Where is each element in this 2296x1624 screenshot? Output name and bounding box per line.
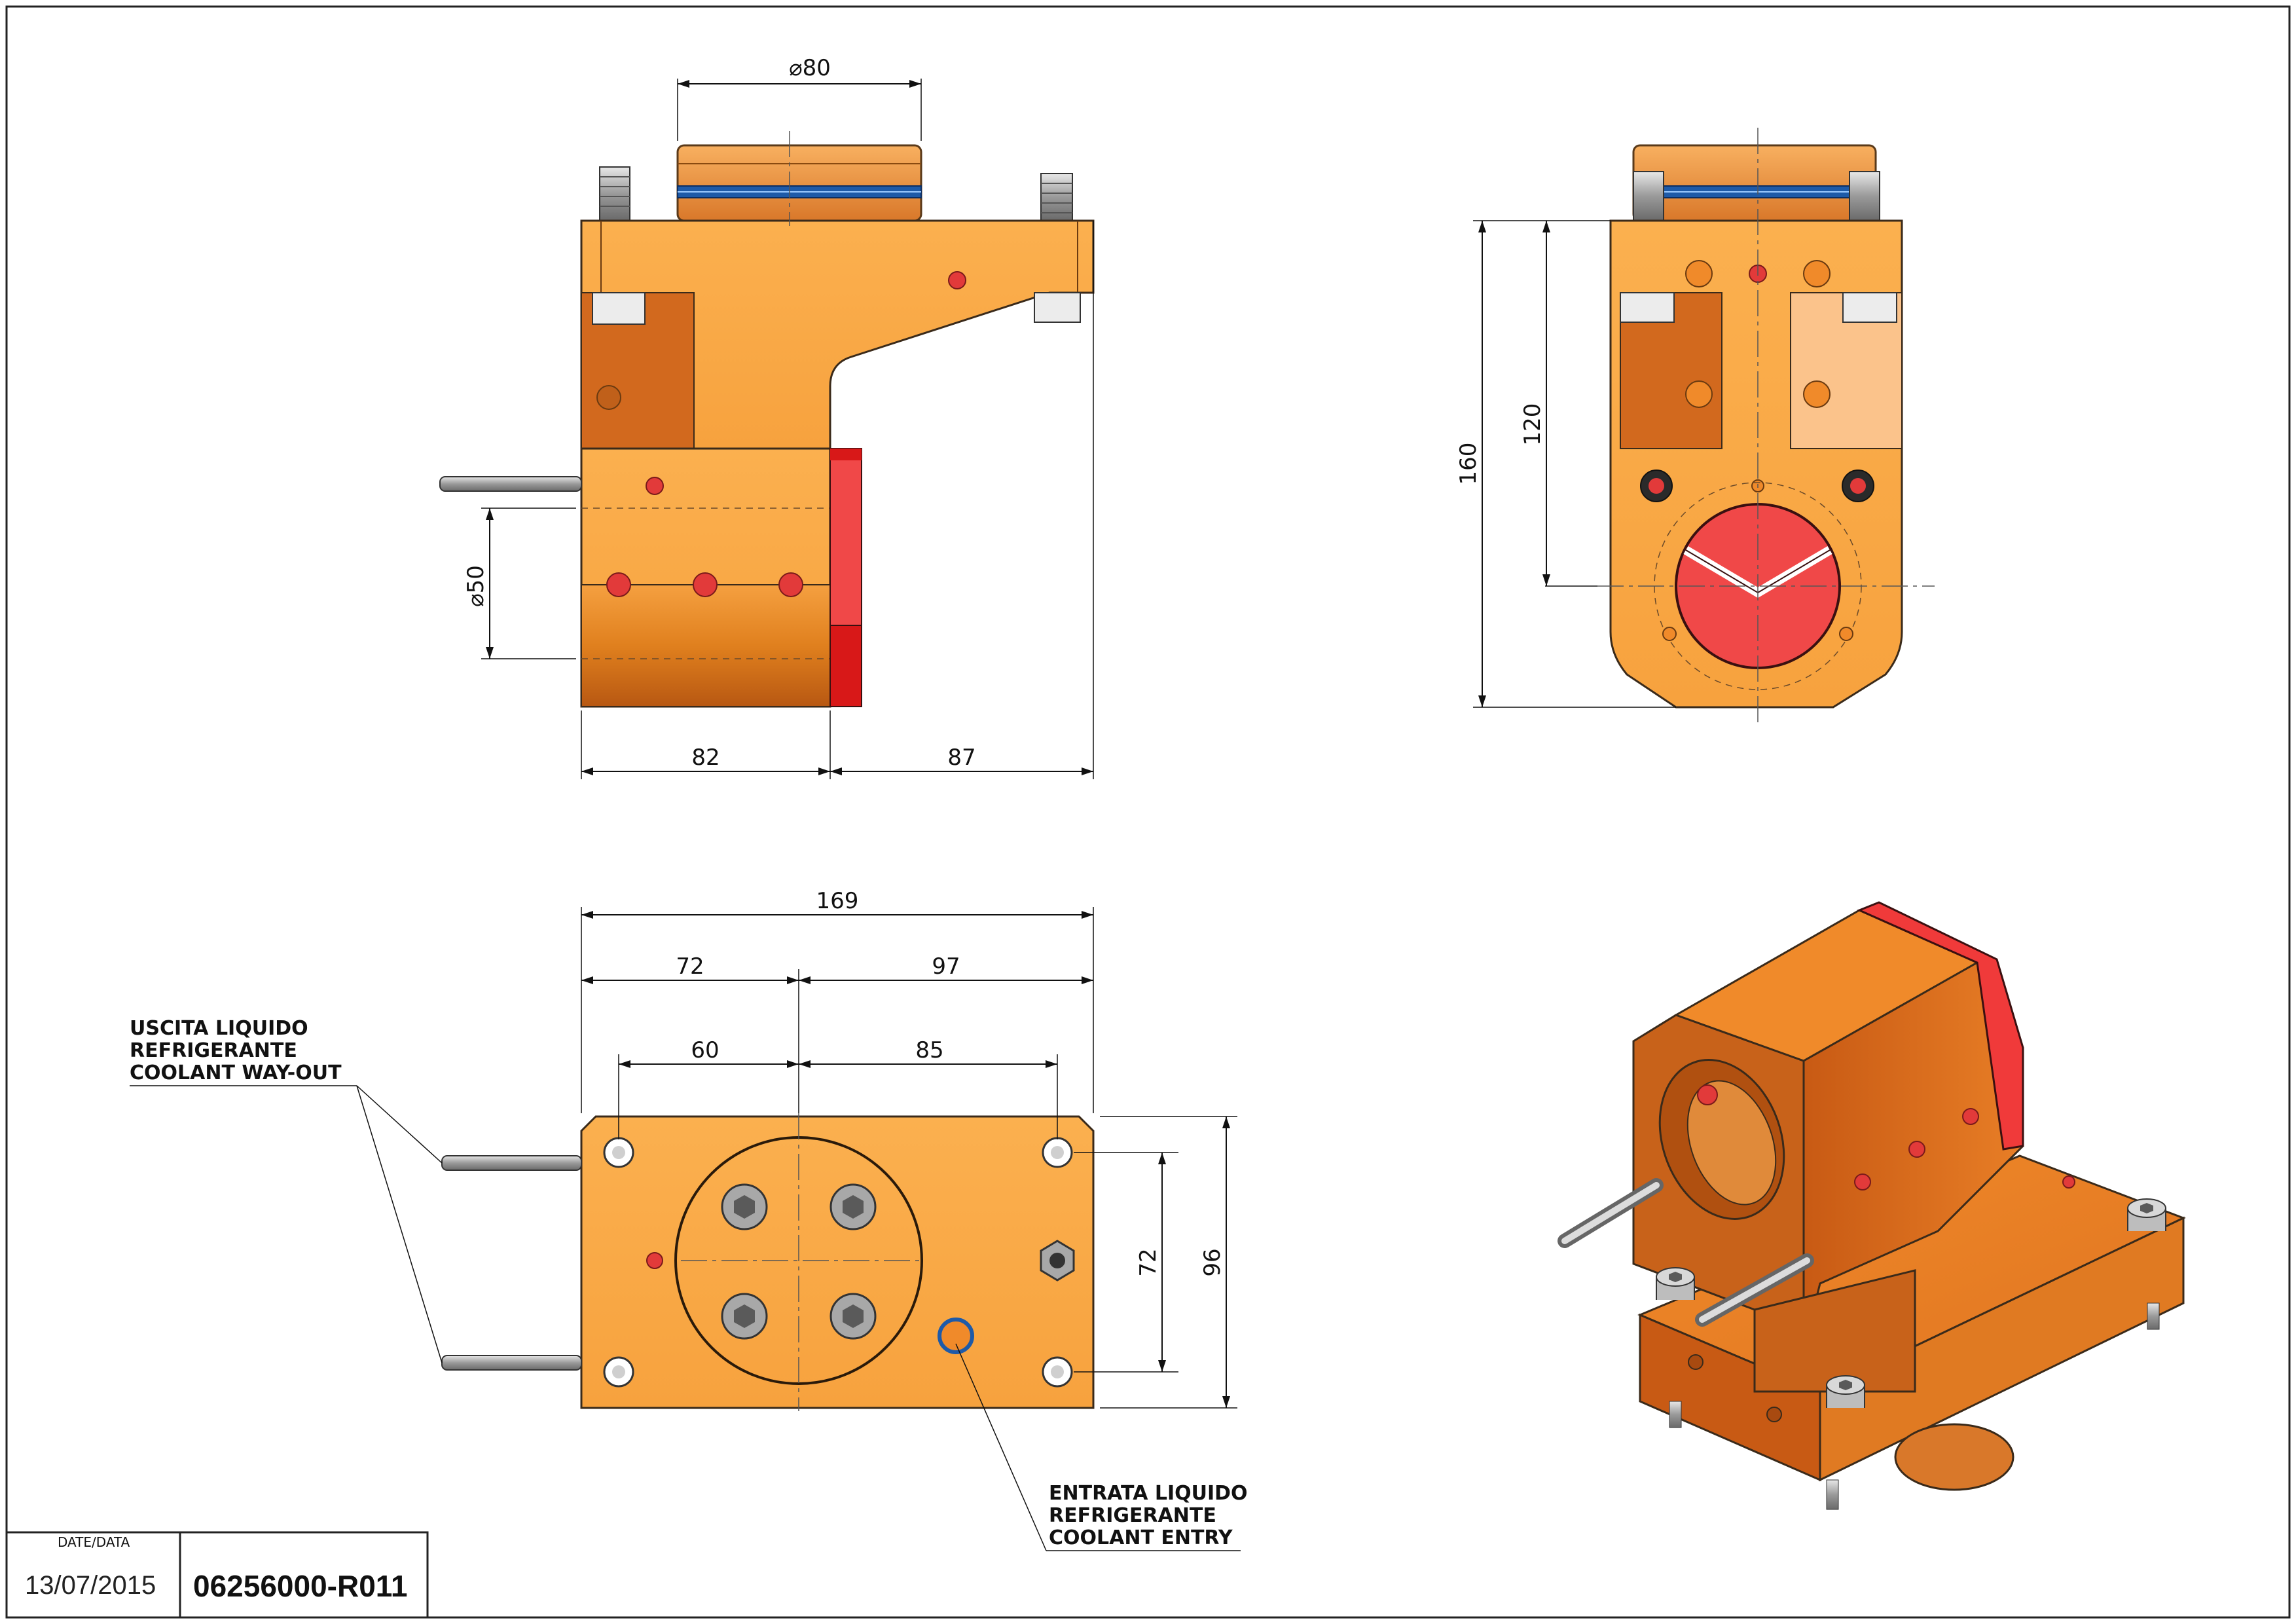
hex-socket-screw-icon xyxy=(721,1293,768,1340)
svg-text:60: 60 xyxy=(691,1037,719,1063)
top-view: 169 72 97 60 85 72 xyxy=(130,888,1248,1551)
dim-96: 96 xyxy=(1100,1116,1237,1409)
dim-72-vert: 72 xyxy=(1074,1152,1178,1373)
corner-holes xyxy=(603,1137,1073,1388)
dim-120: 120 xyxy=(1520,221,1597,587)
svg-text:06256000-R011: 06256000-R011 xyxy=(193,1569,407,1603)
svg-text:97: 97 xyxy=(932,953,960,980)
svg-text:USCITA LIQUIDO: USCITA LIQUIDO xyxy=(130,1017,308,1040)
svg-text:REFRIGERANTE: REFRIGERANTE xyxy=(130,1039,297,1062)
iso-base-side-right xyxy=(1819,1216,2185,1482)
svg-text:72: 72 xyxy=(1135,1248,1161,1276)
svg-text:169: 169 xyxy=(816,888,859,914)
cap-body xyxy=(676,144,922,222)
red-port-row xyxy=(606,572,803,597)
svg-text:13/07/2015: 13/07/2015 xyxy=(25,1571,156,1600)
dim-d50: ⌀50 xyxy=(463,507,576,659)
svg-text:96: 96 xyxy=(1199,1248,1226,1276)
svg-text:COOLANT WAY-OUT: COOLANT WAY-OUT xyxy=(130,1061,342,1084)
svg-text:87: 87 xyxy=(947,745,975,771)
side-view: 160 120 xyxy=(1455,128,1935,724)
coolant-entry-port xyxy=(938,1318,974,1354)
svg-text:120: 120 xyxy=(1520,403,1546,446)
svg-text:REFRIGERANTE: REFRIGERANTE xyxy=(1049,1504,1216,1527)
dim-d80: ⌀80 xyxy=(677,55,922,141)
title-block: DATE/DATA 13/07/2015 06256000-R011 xyxy=(5,1531,429,1619)
hex-socket-screw-icon xyxy=(2127,1198,2166,1231)
threaded-stud-icon xyxy=(599,166,630,221)
svg-text:ENTRATA LIQUIDO: ENTRATA LIQUIDO xyxy=(1049,1482,1248,1505)
coolant-pipe-icon xyxy=(1695,1253,1814,1327)
svg-text:DATE/DATA: DATE/DATA xyxy=(58,1534,130,1550)
hex-fitting xyxy=(1040,1240,1075,1282)
svg-text:85: 85 xyxy=(915,1037,943,1063)
svg-text:⌀80: ⌀80 xyxy=(789,55,831,81)
note-outlet: USCITA LIQUIDO REFRIGERANTE COOLANT WAY-… xyxy=(130,1017,443,1363)
threaded-stud-icon xyxy=(1633,171,1664,221)
threaded-stud-icon xyxy=(1040,173,1073,221)
coolant-pipe-icon xyxy=(441,1155,582,1171)
dim-72-97: 72 97 xyxy=(581,953,1093,1113)
hex-socket-screw-icon xyxy=(1826,1375,1865,1408)
threaded-stud-icon xyxy=(1849,171,1880,221)
coolant-pipe-icon xyxy=(1558,1178,1664,1248)
hex-socket-screw-icon xyxy=(829,1183,877,1230)
svg-text:⌀50: ⌀50 xyxy=(463,565,489,607)
dim-60-85: 60 85 xyxy=(618,1037,1058,1139)
hex-socket-screw-icon xyxy=(829,1293,877,1340)
svg-text:COOLANT ENTRY: COOLANT ENTRY xyxy=(1049,1526,1233,1549)
dim-160: 160 xyxy=(1455,220,1676,708)
front-view: ⌀80 ⌀50 82 87 xyxy=(439,55,1095,779)
hex-socket-screw-icon xyxy=(1656,1267,1695,1300)
sheet-border xyxy=(5,5,2291,1619)
coolant-pipe-icon xyxy=(439,476,582,492)
svg-text:72: 72 xyxy=(676,953,704,980)
dim-169: 169 xyxy=(581,888,1094,1113)
note-entry: ENTRATA LIQUIDO REFRIGERANTE COOLANT ENT… xyxy=(955,1343,1248,1551)
svg-text:82: 82 xyxy=(691,745,720,771)
isometric-view xyxy=(1558,901,2186,1510)
iso-red-band xyxy=(1857,901,2024,1151)
coolant-pipe-icon xyxy=(441,1355,582,1371)
hex-socket-screw-icon xyxy=(721,1183,768,1230)
dim-82-87: 82 87 xyxy=(581,221,1094,779)
svg-text:160: 160 xyxy=(1455,443,1482,485)
